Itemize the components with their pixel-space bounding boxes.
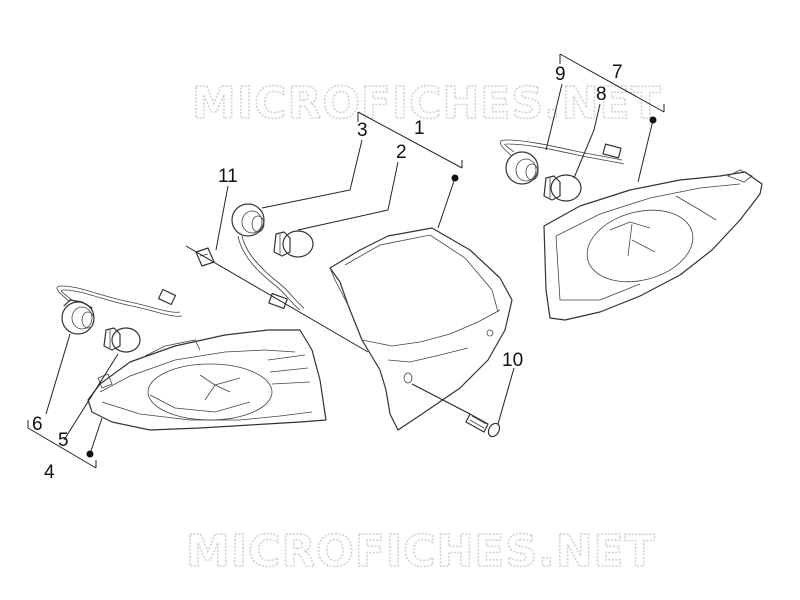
callout-11: 11 — [218, 166, 238, 187]
left-socket-6 — [56, 285, 183, 335]
callout-3: 3 — [357, 120, 368, 141]
callout-8: 8 — [596, 84, 607, 105]
screw-10 — [465, 413, 501, 438]
rear-fairing — [329, 227, 513, 431]
center-socket-3 — [231, 203, 305, 311]
leader-lines — [27, 53, 665, 469]
left-taillight — [87, 329, 327, 431]
callout-10: 10 — [502, 350, 523, 371]
right-taillight — [543, 169, 763, 321]
callout-1: 1 — [414, 118, 425, 139]
callout-7: 7 — [612, 62, 623, 83]
callout-6: 6 — [32, 414, 43, 435]
right-bulb-8 — [543, 174, 582, 202]
left-bulb-5 — [103, 327, 141, 353]
callout-5: 5 — [58, 430, 69, 451]
watermark-bottom: MICROFICHES.NET — [186, 526, 656, 577]
callout-9: 9 — [555, 64, 566, 85]
watermark-top: MICROFICHES.NET — [192, 78, 662, 129]
callout-2: 2 — [396, 142, 407, 163]
right-socket-9 — [499, 139, 625, 185]
callout-4: 4 — [44, 462, 55, 483]
center-bulb-2 — [273, 230, 314, 258]
